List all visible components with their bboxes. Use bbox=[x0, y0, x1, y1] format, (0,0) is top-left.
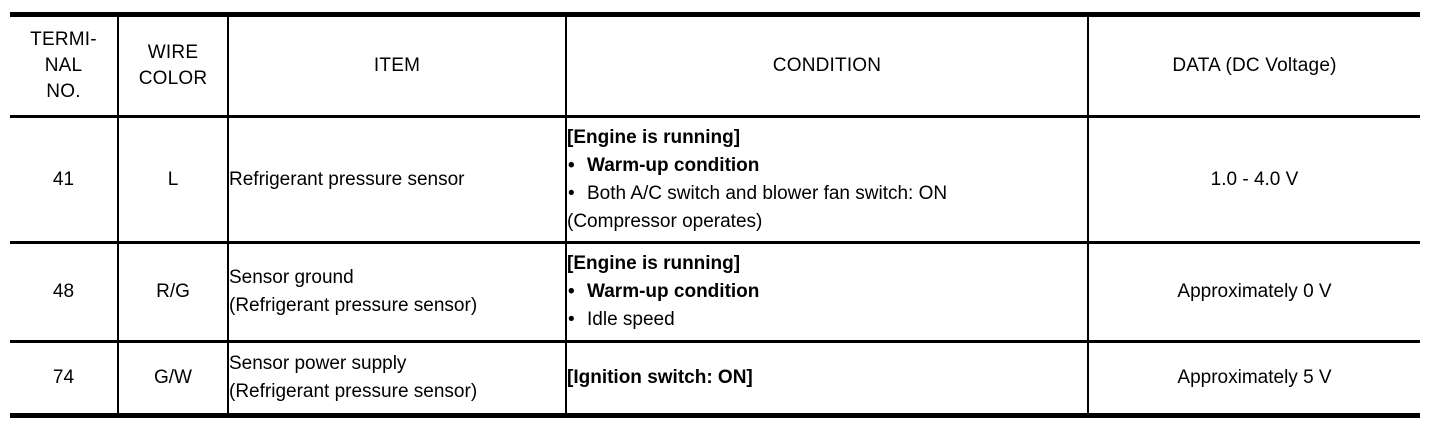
item-line: (Refrigerant pressure sensor) bbox=[229, 381, 478, 402]
item-line: Sensor ground bbox=[229, 267, 354, 288]
table-row: 48 R/G Sensor ground (Refrigerant pressu… bbox=[10, 242, 1420, 343]
condition-line: [Engine is running] bbox=[567, 253, 741, 274]
cell-wire-color: R/G bbox=[117, 242, 228, 343]
cell-terminal-no: 41 bbox=[10, 116, 118, 244]
item-line: Sensor power supply bbox=[229, 353, 407, 374]
header-line: DATA (DC Voltage) bbox=[1172, 55, 1337, 76]
item-line: Refrigerant pressure sensor bbox=[229, 168, 465, 190]
cell-wire-color: G/W bbox=[117, 341, 228, 418]
cell-terminal-no: 74 bbox=[10, 341, 118, 418]
cell-item: Sensor power supply (Refrigerant pressur… bbox=[227, 341, 566, 418]
condition-line: Idle speed bbox=[567, 306, 1087, 334]
condition-line: [Engine is running] bbox=[567, 126, 741, 148]
cell-condition: [Engine is running] Warm-up condition Id… bbox=[565, 242, 1088, 343]
condition-line: Warm-up condition bbox=[567, 152, 1087, 180]
header-line: ITEM bbox=[373, 55, 421, 76]
cell-item: Sensor ground (Refrigerant pressure sens… bbox=[227, 242, 566, 343]
condition-line: (Compressor operates) bbox=[567, 210, 763, 232]
table-row: 41 L Refrigerant pressure sensor [Engine… bbox=[10, 116, 1420, 244]
column-header-item: ITEM bbox=[227, 12, 566, 118]
condition-line: Warm-up condition bbox=[567, 278, 1087, 306]
cell-condition: [Ignition switch: ON] bbox=[565, 341, 1088, 418]
cell-condition: [Engine is running] Warm-up condition Bo… bbox=[565, 116, 1088, 244]
column-header-terminal-no: TERMI- NAL NO. bbox=[10, 12, 118, 118]
item-line: (Refrigerant pressure sensor) bbox=[229, 295, 478, 316]
condition-line: [Ignition switch: ON] bbox=[567, 367, 753, 388]
header-line: CONDITION bbox=[772, 55, 882, 76]
cell-data-value: Approximately 5 V bbox=[1087, 341, 1420, 418]
header-line: TERMI- bbox=[30, 29, 97, 50]
header-line: NO. bbox=[46, 81, 81, 102]
cell-data-value: 1.0 - 4.0 V bbox=[1087, 116, 1420, 244]
header-line: NAL bbox=[44, 55, 83, 76]
cell-wire-color: L bbox=[117, 116, 228, 244]
header-line: COLOR bbox=[138, 68, 208, 89]
column-header-data-dc-voltage: DATA (DC Voltage) bbox=[1087, 12, 1420, 118]
cell-data-value: Approximately 0 V bbox=[1087, 242, 1420, 343]
cell-item: Refrigerant pressure sensor bbox=[227, 116, 566, 244]
table-row: 74 G/W Sensor power supply (Refrigerant … bbox=[10, 341, 1420, 418]
column-header-condition: CONDITION bbox=[565, 12, 1088, 118]
column-header-wire-color: WIRE COLOR bbox=[117, 12, 228, 118]
table-header-row: TERMI- NAL NO. WIRE COLOR ITEM CONDITION… bbox=[10, 12, 1420, 118]
header-line: WIRE bbox=[147, 42, 199, 63]
cell-terminal-no: 48 bbox=[10, 242, 118, 343]
condition-line: Both A/C switch and blower fan switch: O… bbox=[567, 180, 1087, 208]
terminal-layout-table: TERMI- NAL NO. WIRE COLOR ITEM CONDITION… bbox=[10, 12, 1420, 418]
